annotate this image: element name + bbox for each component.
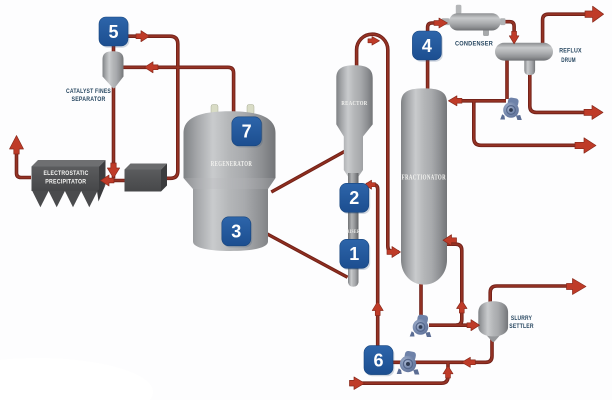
- svg-text:REFLUX: REFLUX: [559, 47, 582, 54]
- svg-text:FRACTIONATOR: FRACTIONATOR: [402, 175, 446, 182]
- svg-text:CONDENSER: CONDENSER: [455, 41, 493, 48]
- svg-text:2: 2: [349, 188, 359, 208]
- svg-text:7: 7: [242, 122, 252, 142]
- svg-text:RISER: RISER: [347, 230, 360, 235]
- svg-text:DRUM: DRUM: [561, 57, 576, 64]
- svg-text:CATALYST FINES: CATALYST FINES: [66, 88, 111, 95]
- svg-text:5: 5: [108, 22, 118, 42]
- svg-text:REGENERATOR: REGENERATOR: [211, 161, 253, 168]
- svg-text:1: 1: [349, 244, 359, 264]
- svg-text:SLURRY: SLURRY: [511, 315, 533, 322]
- svg-text:SETTLER: SETTLER: [509, 323, 534, 330]
- svg-text:4: 4: [422, 36, 432, 56]
- svg-text:REACTOR: REACTOR: [341, 100, 367, 107]
- svg-text:3: 3: [231, 222, 241, 242]
- svg-text:PRECIPITATOR: PRECIPITATOR: [45, 179, 86, 186]
- svg-text:6: 6: [373, 351, 383, 371]
- svg-text:ELECTROSTATIC: ELECTROSTATIC: [44, 170, 89, 177]
- svg-text:SEPARATOR: SEPARATOR: [72, 96, 106, 103]
